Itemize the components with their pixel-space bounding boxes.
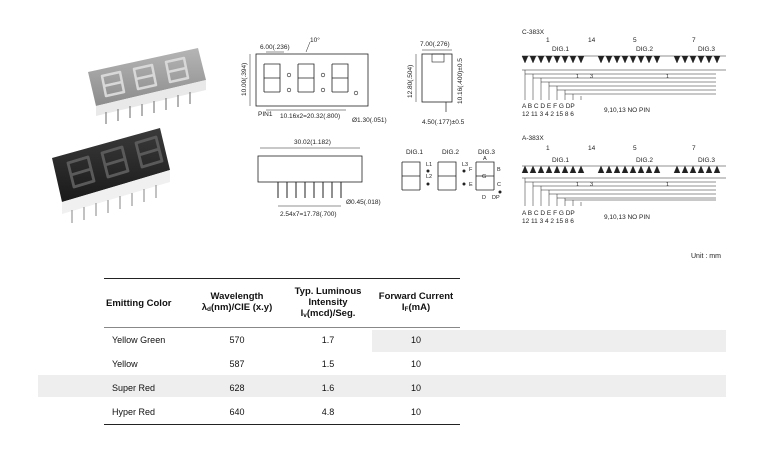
- header-emitting-color: Emitting Color: [104, 278, 190, 328]
- dim-side-width: 7.00(.276): [420, 41, 450, 48]
- cell-intensity: 4.8: [284, 400, 372, 425]
- table-row: Yellow Green 570 1.7 10: [104, 328, 460, 353]
- seg-label-l3: L3: [462, 162, 468, 168]
- dim-height: 10.00(.394): [241, 63, 248, 96]
- header-forward-current: Forward Current IF(mA): [372, 278, 460, 328]
- seg-label-c: C: [497, 182, 501, 188]
- seg-label-g: G: [482, 174, 486, 180]
- seg-label-l2: L2: [426, 174, 432, 180]
- dim-pin1: PIN1: [258, 111, 273, 118]
- technical-drawings: 6.00(.236) 10° 10.00(.394) PIN1 10.16x2=…: [241, 29, 726, 225]
- cell-wavelength: 640: [190, 400, 284, 425]
- front-view: 6.00(.236) 10° 10.00(.394) PIN1 10.16x2=…: [241, 36, 387, 124]
- seg-dig2: DIG.2: [442, 149, 459, 156]
- schematic-model: A-383X: [522, 135, 544, 142]
- schematic-no-pin: 9,10,13 NO PIN: [604, 214, 650, 221]
- svg-text:1: 1: [546, 37, 550, 44]
- svg-text:3: 3: [590, 182, 593, 188]
- black-display-module: [52, 128, 170, 223]
- seg-label-e: E: [469, 182, 473, 188]
- svg-text:14: 14: [588, 37, 596, 44]
- svg-text:3: 3: [590, 74, 593, 80]
- table-row: Yellow 587 1.5 10: [104, 352, 460, 376]
- svg-text:1: 1: [666, 74, 669, 80]
- spec-table: Emitting Color Wavelength λd(nm)/CIE (x.…: [104, 278, 460, 425]
- schematic-seg-letters: A B C D E F G DP: [522, 103, 575, 110]
- seg-label-d: D: [482, 195, 486, 201]
- cell-current: 10: [410, 335, 421, 345]
- svg-text:1: 1: [546, 145, 550, 152]
- cell-current: 10: [410, 359, 421, 369]
- svg-text:DIG.1: DIG.1: [552, 157, 569, 164]
- svg-text:DIG.2: DIG.2: [636, 46, 653, 53]
- seg-label-l1: L1: [426, 162, 432, 168]
- cell-wavelength: 628: [229, 383, 245, 393]
- seg-dig1: DIG.1: [406, 149, 423, 156]
- schematic-pin-numbers: 12 11 3 4 2 15 8 6: [522, 218, 574, 225]
- dim-bottom-width: 30.02(1.182): [294, 139, 331, 146]
- row-band: [38, 375, 726, 397]
- dim-dot-dia: Ø1.30(.051): [352, 117, 387, 124]
- svg-text:1: 1: [576, 182, 579, 188]
- dim-lead-pitch: 2.54x7=17.78(.700): [280, 211, 337, 218]
- unit-note: Unit : mm: [691, 253, 721, 260]
- svg-text:DIG.2: DIG.2: [636, 157, 653, 164]
- svg-text:1: 1: [576, 74, 579, 80]
- product-photo: [52, 48, 206, 223]
- side-view: 7.00(.276) 12.80(.504) 10.16(.400)±0.5 4…: [407, 41, 465, 126]
- seg-label-a: A: [483, 156, 487, 162]
- dim-side-total: 10.16(.400)±0.5: [457, 58, 464, 104]
- dim-angle: 10°: [310, 36, 320, 44]
- schematic-a-383x: A-383X 1 14 5 7 DIG.1 DIG.2 DIG.3 1 3 1: [521, 135, 726, 225]
- dim-side-lead: 4.50(.177)±0.5: [422, 119, 465, 126]
- table-row: Super Red 628 1.6 10: [104, 376, 460, 400]
- segment-diagram: DIG.1 DIG.2 DIG.3 L1 L2 L3 A B C D E F G…: [401, 149, 502, 201]
- diode-row: [521, 55, 721, 64]
- seg-label-dp: DP: [492, 195, 500, 201]
- svg-text:DIG.3: DIG.3: [698, 46, 715, 53]
- cell-wavelength: 570: [229, 335, 245, 345]
- schematic-c-383x: C-383X 1 14 5 7 DIG.1 DIG.2 DIG.3 1 3 1: [521, 29, 726, 118]
- dim-side-height: 12.80(.504): [407, 65, 414, 98]
- dim-lead-dia: Ø0.45(.018): [346, 199, 381, 206]
- dim-top-width: 6.00(.236): [260, 44, 290, 51]
- svg-text:DIG.3: DIG.3: [698, 157, 715, 164]
- cell-intensity: 1.6: [321, 383, 335, 393]
- seg-label-f: F: [469, 167, 473, 173]
- cell-color: Yellow: [112, 359, 138, 369]
- row-band: [372, 330, 726, 352]
- cell-color: Hyper Red: [104, 400, 190, 425]
- cell-current: 10: [372, 400, 460, 425]
- schematic-model: C-383X: [522, 29, 545, 36]
- svg-text:7: 7: [692, 37, 696, 44]
- cell-wavelength: 587: [229, 359, 245, 369]
- grey-display-module: [88, 48, 206, 124]
- svg-text:14: 14: [588, 145, 596, 152]
- table-row: Hyper Red 640 4.8 10: [104, 400, 460, 425]
- cell-color: Yellow Green: [112, 335, 166, 345]
- dim-pitch: 10.16x2=20.32(.800): [280, 113, 340, 120]
- bottom-view: 30.02(1.182) 2.54x7=17.78(.700) Ø0.45(.0…: [257, 139, 381, 218]
- header-intensity: Typ. Luminous Intensity Iv(mcd)/Seg.: [284, 278, 372, 328]
- schematic-pin-numbers: 12 11 3 4 2 15 8 6: [522, 111, 574, 118]
- cell-current: 10: [410, 383, 421, 393]
- seg-label-b: B: [497, 167, 501, 173]
- svg-text:1: 1: [666, 182, 669, 188]
- schematic-seg-letters: A B C D E F G DP: [522, 210, 575, 217]
- svg-text:5: 5: [633, 145, 637, 152]
- cell-intensity: 1.7: [321, 335, 335, 345]
- schematic-no-pin: 9,10,13 NO PIN: [604, 107, 650, 114]
- svg-text:DIG.1: DIG.1: [552, 46, 569, 53]
- cell-intensity: 1.5: [321, 359, 335, 369]
- svg-text:7: 7: [692, 145, 696, 152]
- header-wavelength: Wavelength λd(nm)/CIE (x.y): [190, 278, 284, 328]
- svg-text:5: 5: [633, 37, 637, 44]
- diode-row: [521, 165, 721, 174]
- cell-color: Super Red: [112, 383, 156, 393]
- seg-dig3: DIG.3: [478, 149, 495, 156]
